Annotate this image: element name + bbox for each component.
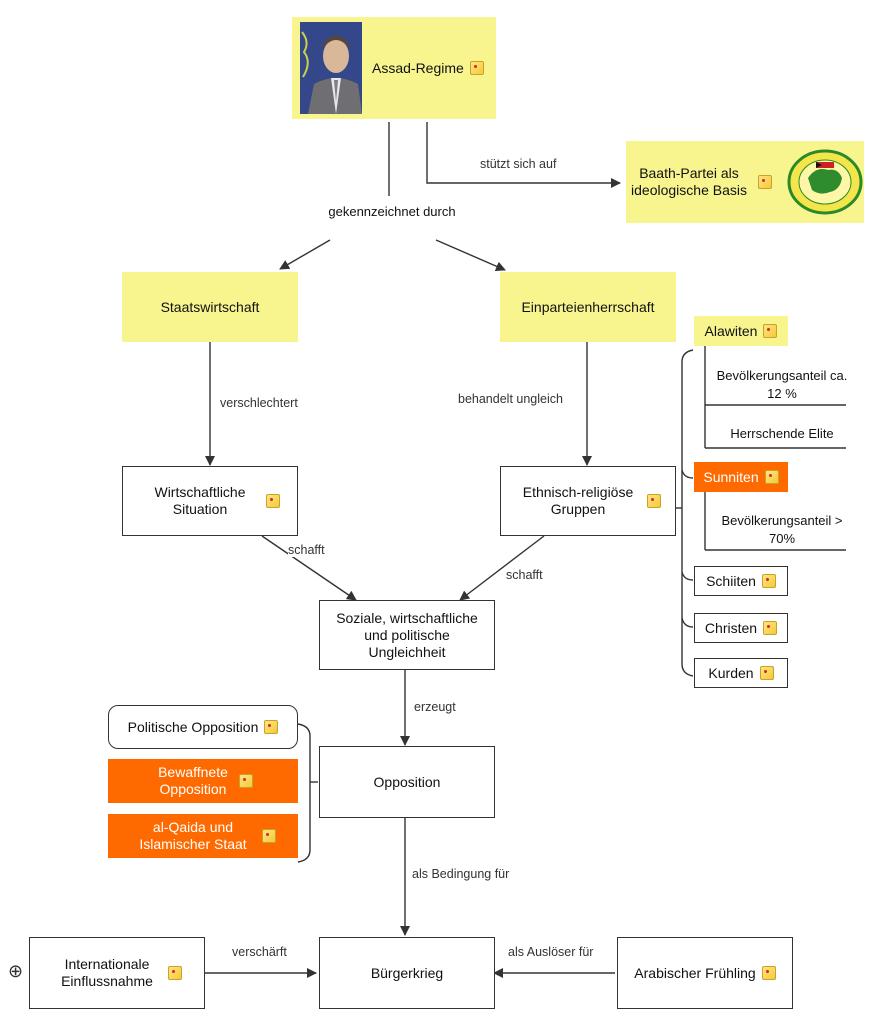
alawiten-elite: Herrschende Elite [730, 426, 834, 441]
alqaida-label: al-Qaida und Islamischer Staat [139, 819, 247, 852]
node-opposition[interactable]: Opposition [319, 746, 495, 818]
note-icon[interactable] [261, 829, 276, 843]
note-icon[interactable] [759, 666, 774, 680]
note-icon[interactable] [239, 774, 253, 788]
edge-label-schafft-left: schafft [288, 543, 325, 557]
note-icon[interactable] [764, 470, 779, 484]
staatswirtschaft-label: Staatswirtschaft [160, 298, 260, 315]
group-alawiten[interactable]: Alawiten [694, 316, 788, 346]
sunniten-label: Sunniten [703, 468, 759, 485]
baath-seal-emblem [787, 149, 863, 215]
wirtschaft-label: Wirtschaftliche Situation [154, 484, 246, 517]
sunniten-anteil: Bevölkerungsanteil > 70% [721, 513, 843, 546]
node-politische-opposition[interactable]: Politische Opposition [108, 705, 298, 749]
alawiten-anteil: Bevölkerungsanteil ca. 12 % [716, 368, 848, 401]
opposition-label: Opposition [373, 773, 441, 790]
international-label: Internationale Einflussnahme [61, 956, 153, 989]
edge-label-schafft-right: schafft [506, 568, 543, 582]
arab-label: Arabischer Frühling [634, 964, 756, 981]
group-kurden[interactable]: Kurden [694, 658, 788, 688]
node-ungleichheit[interactable]: Soziale, wirtschaftliche und politische … [319, 600, 495, 670]
edge-label-stuetzt: stützt sich auf [480, 157, 557, 171]
note-icon[interactable] [264, 720, 279, 734]
node-buergerkrieg[interactable]: Bürgerkrieg [319, 937, 495, 1009]
edge-label-behandelt: behandelt ungleich [458, 392, 563, 406]
portrait-image [300, 22, 362, 114]
polit-opp-label: Politische Opposition [127, 718, 259, 735]
edge-label-gekennzeichnet: gekennzeichnet durch [328, 204, 456, 219]
edge-label-ausloeser: als Auslöser für [508, 945, 594, 959]
note-icon[interactable] [761, 574, 776, 588]
node-internationale-einflussnahme[interactable]: Internationale Einflussnahme [29, 937, 205, 1009]
christen-label: Christen [704, 619, 758, 636]
ungleichheit-label: Soziale, wirtschaftliche und politische … [336, 609, 478, 660]
edge-label-verschlechtert: verschlechtert [220, 396, 298, 410]
edge-label-bedingung: als Bedingung für [412, 867, 510, 881]
node-alqaida-is[interactable]: al-Qaida und Islamischer Staat [108, 814, 298, 858]
buergerkrieg-label: Bürgerkrieg [370, 964, 444, 981]
einpartei-label: Einparteienherrschaft [521, 298, 655, 315]
note-icon[interactable] [168, 966, 182, 980]
ethnisch-label: Ethnisch-religiöse Gruppen [522, 484, 634, 517]
plus-circle-icon[interactable]: ⊕ [8, 961, 24, 981]
bewaffnet-label: Bewaffnete Opposition [158, 764, 228, 797]
edge-label-verschaerft: verschärft [232, 945, 287, 959]
kurden-label: Kurden [708, 664, 754, 681]
alawiten-label: Alawiten [704, 322, 758, 339]
group-schiiten[interactable]: Schiiten [694, 566, 788, 596]
schiiten-label: Schiiten [706, 572, 756, 589]
note-icon[interactable] [761, 966, 776, 980]
group-christen[interactable]: Christen [694, 613, 788, 643]
group-sunniten[interactable]: Sunniten [694, 462, 788, 492]
node-baath-partei[interactable]: Baath-Partei als ideologische Basis [626, 141, 864, 223]
note-icon[interactable] [647, 494, 661, 508]
edge-label-erzeugt: erzeugt [414, 700, 456, 714]
node-bewaffnete-opposition[interactable]: Bewaffnete Opposition [108, 759, 298, 803]
node-einparteienherrschaft[interactable]: Einparteienherrschaft [500, 272, 676, 342]
node-ethnisch-religioese-gruppen[interactable]: Ethnisch-religiöse Gruppen [500, 466, 676, 536]
node-staatswirtschaft[interactable]: Staatswirtschaft [122, 272, 298, 342]
node-assad-regime[interactable]: Assad-Regime [292, 17, 496, 119]
note-icon[interactable] [266, 494, 280, 508]
baath-label: Baath-Partei als ideologische Basis [631, 165, 747, 198]
node-wirtschaftliche-situation[interactable]: Wirtschaftliche Situation [122, 466, 298, 536]
note-icon[interactable] [469, 61, 484, 75]
note-icon[interactable] [758, 175, 772, 189]
node-arabischer-fruehling[interactable]: Arabischer Frühling [617, 937, 793, 1009]
note-icon[interactable] [763, 324, 778, 338]
assad-label: Assad-Regime [372, 59, 464, 76]
note-icon[interactable] [763, 621, 778, 635]
